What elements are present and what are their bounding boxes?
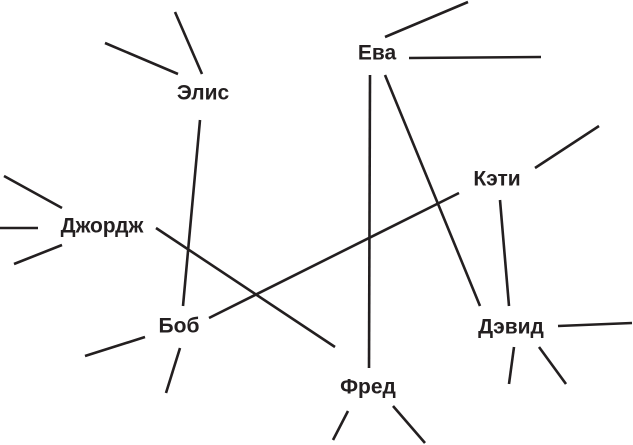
outgoing-stub-line: [13, 243, 63, 266]
connection-line: [181, 119, 202, 307]
outgoing-stub-line: [408, 55, 542, 60]
outgoing-stub-line: [164, 347, 182, 394]
outgoing-stub-line: [534, 124, 600, 170]
outgoing-stub-line: [331, 410, 350, 441]
outgoing-stub-line: [3, 174, 63, 210]
node-bob: Боб: [158, 314, 200, 338]
node-kati: Кэти: [473, 167, 521, 191]
outgoing-stub-line: [84, 335, 146, 358]
node-fred: Фред: [340, 375, 396, 399]
node-alice: Элис: [176, 81, 230, 105]
connection-line: [383, 74, 482, 307]
node-david: Дэвид: [478, 315, 544, 339]
outgoing-stub-line: [557, 321, 633, 328]
connection-line: [498, 199, 511, 307]
outgoing-stub-line: [537, 346, 568, 385]
outgoing-stub-line: [173, 11, 204, 75]
connection-line: [155, 226, 336, 349]
node-eva: Ева: [357, 41, 397, 65]
outgoing-stub-line: [507, 346, 516, 385]
connection-line: [208, 191, 460, 320]
outgoing-stub-line: [392, 405, 426, 444]
node-george: Джордж: [60, 214, 144, 238]
outgoing-stub-line: [104, 41, 179, 76]
connection-line: [367, 74, 372, 369]
outgoing-stub-line: [384, 0, 469, 39]
edge-layer: [155, 74, 511, 369]
